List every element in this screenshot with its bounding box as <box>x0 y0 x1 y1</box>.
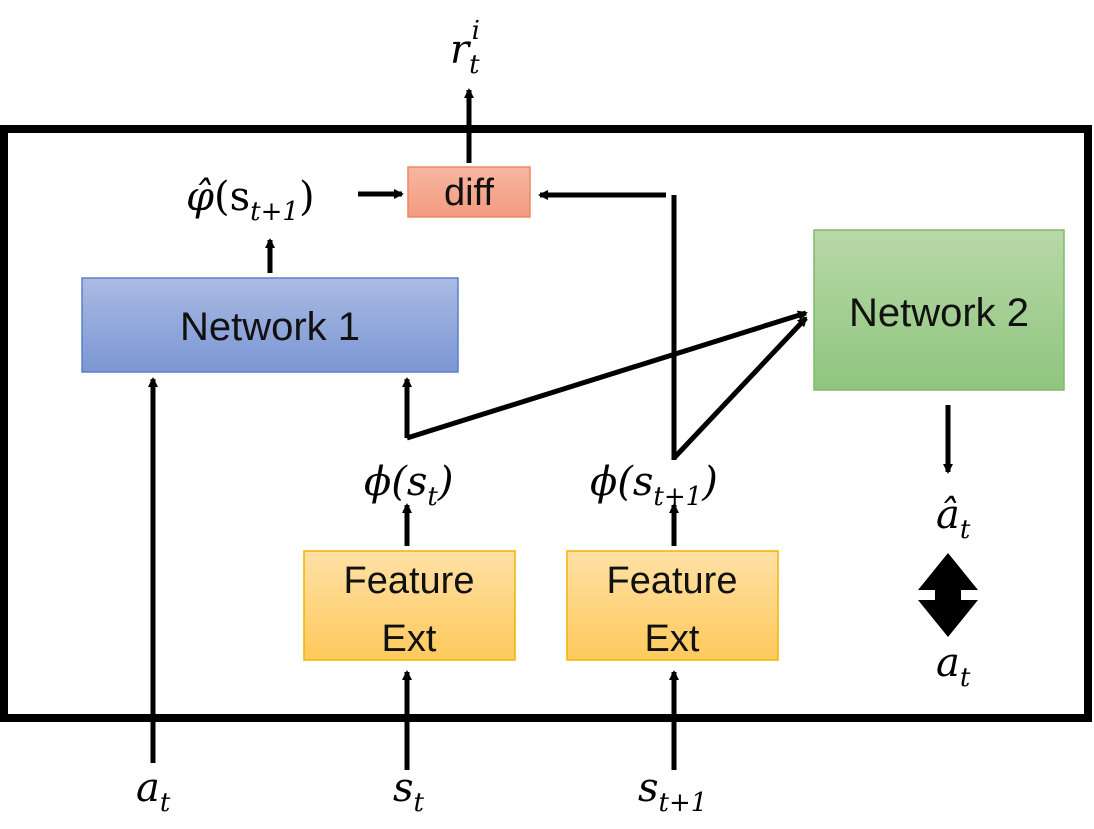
network1-box <box>81 277 459 373</box>
input-s1-label: st+1 <box>638 765 707 818</box>
phi-hat-label: φ̂(st+1) <box>186 174 315 227</box>
feature-ext-box-2 <box>566 550 779 661</box>
arrow-phist1-to-network2 <box>672 316 808 460</box>
network1-label: Network 1 <box>180 305 360 349</box>
network2-label: Network 2 <box>849 291 1029 335</box>
phi-st-label: ϕ(st) <box>364 459 453 512</box>
a-label: at <box>936 640 971 693</box>
diff-box <box>407 166 531 218</box>
reward-label: rti <box>450 16 480 80</box>
input-a-label: at <box>136 765 171 818</box>
outer-frame <box>0 125 1092 722</box>
feature-ext-2-line1: Feature <box>607 560 738 602</box>
network2-box <box>813 229 1065 391</box>
feature-ext-1-line2: Ext <box>382 618 437 660</box>
double-arrow-icon <box>918 553 978 637</box>
feature-ext-1-line1: Feature <box>344 560 475 602</box>
feature-ext-2-line2: Ext <box>645 618 700 660</box>
arrow-phist-to-network2 <box>406 310 808 441</box>
feature-ext-box-1 <box>303 550 516 661</box>
a-hat-label: ât <box>936 492 971 545</box>
diff-label: diff <box>444 172 494 214</box>
phi-st1-label: ϕ(st+1) <box>590 459 718 512</box>
input-s-label: st <box>393 765 425 818</box>
